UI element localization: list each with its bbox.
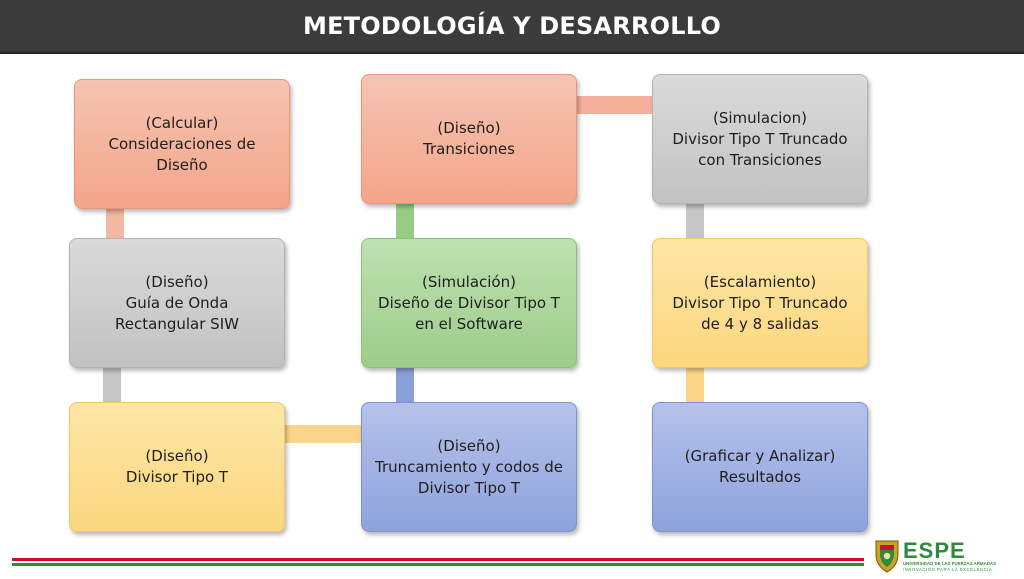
step-line: Diseño de Divisor Tipo T (378, 293, 560, 312)
step-line: Divisor Tipo T Truncado (672, 129, 848, 148)
step-line: de 4 y 8 salidas (701, 314, 819, 333)
espe-logo-graphic: ESPE UNIVERSIDAD DE LAS FUERZAS ARMADAS … (875, 538, 996, 573)
step-calcular-text: (Calcular) Consideraciones de Diseño (109, 113, 256, 176)
step-guia-text: (Diseño) Guía de Onda Rectangular SIW (115, 272, 239, 335)
step-trans-text: (Diseño) Transiciones (423, 118, 515, 160)
step-calcular-consideraciones: (Calcular) Consideraciones de Diseño (74, 79, 290, 209)
step-line: en el Software (415, 314, 523, 333)
step-line: Divisor Tipo T (125, 468, 229, 486)
step-line: Consideraciones de (108, 134, 256, 153)
step-line: Divisor Tipo T Truncado (672, 293, 848, 312)
step-line: con Transiciones (698, 150, 822, 169)
step-escal-text: (Escalamiento) Divisor Tipo T Truncado d… (672, 272, 847, 335)
shield-icon (875, 540, 899, 573)
step-diseno-truncamiento: (Diseño) Truncamiento y codos de Divisor… (361, 402, 577, 532)
footer-red-line (12, 558, 864, 561)
connector-sim-trans (396, 203, 414, 241)
step-line: (Graficar y Analizar) (684, 447, 836, 465)
espe-motto: INNOVACIÓN PARA LA EXCELENCIA (903, 567, 992, 572)
step-line: Truncamiento y codos de (374, 457, 564, 476)
connector-guia-divisor (103, 366, 121, 404)
step-trunc-text: (Diseño) Truncamiento y codos de Divisor… (375, 436, 563, 499)
connector-trunc-sim (396, 366, 414, 404)
espe-wordmark: ESPE (903, 538, 966, 563)
connector-divisor-trunc (285, 425, 363, 443)
step-line: (Escalamiento) (703, 272, 817, 291)
step-line: (Diseño) (145, 447, 209, 465)
footer-green-line (12, 563, 864, 566)
step-line: Transiciones (423, 140, 515, 158)
step-line: (Simulación) (422, 272, 516, 291)
espe-logo: ESPE UNIVERSIDAD DE LAS FUERZAS ARMADAS … (872, 538, 1018, 574)
step-diseno-transiciones: (Diseño) Transiciones (361, 74, 577, 204)
step-line: Divisor Tipo T (417, 478, 521, 497)
step-line: (Diseño) (145, 272, 209, 291)
step-line: (Simulacion) (713, 108, 807, 127)
step-simulacion-divisor: (Simulación) Diseño de Divisor Tipo T en… (361, 238, 577, 368)
espe-subtitle: UNIVERSIDAD DE LAS FUERZAS ARMADAS (903, 561, 996, 566)
step-line: (Calcular) (145, 113, 219, 132)
step-simtrunc-text: (Simulacion) Divisor Tipo T Truncado con… (672, 108, 847, 171)
connector-calc-guia (106, 205, 124, 241)
step-simulacion-truncado: (Simulacion) Divisor Tipo T Truncado con… (652, 74, 868, 204)
connector-trans-simtrunc (576, 96, 654, 114)
step-line: (Diseño) (437, 436, 501, 455)
step-diseno-guia-onda: (Diseño) Guía de Onda Rectangular SIW (69, 238, 285, 368)
step-graf-text: (Graficar y Analizar) Resultados (685, 446, 836, 488)
step-escalamiento: (Escalamiento) Divisor Tipo T Truncado d… (652, 238, 868, 368)
step-line: (Diseño) (437, 119, 501, 137)
slide-header: METODOLOGÍA Y DESARROLLO (0, 0, 1024, 54)
step-divisor-text: (Diseño) Divisor Tipo T (126, 446, 228, 488)
connector-simtrunc-escal (686, 203, 704, 241)
step-line: Resultados (718, 468, 802, 486)
step-diseno-divisor: (Diseño) Divisor Tipo T (69, 402, 285, 532)
slide-title: METODOLOGÍA Y DESARROLLO (303, 12, 721, 40)
step-line: Rectangular SIW (115, 314, 239, 333)
step-graficar-resultados: (Graficar y Analizar) Resultados (652, 402, 868, 532)
step-line: Diseño (156, 155, 208, 174)
step-line: Guía de Onda (125, 293, 229, 312)
connector-escal-graf (686, 366, 704, 404)
step-sim-text: (Simulación) Diseño de Divisor Tipo T en… (378, 272, 560, 335)
